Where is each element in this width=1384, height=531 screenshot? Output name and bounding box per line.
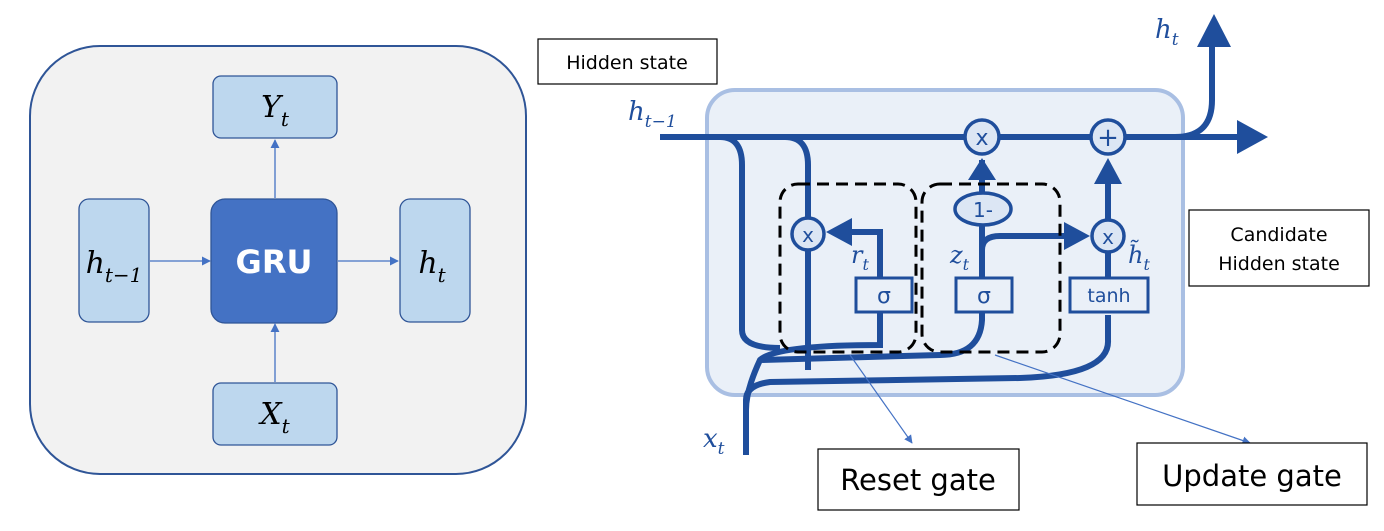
reset-sigma-symbol: σ [877,284,891,309]
candidate-multiply-node [1090,218,1126,254]
reset-gate-label-box [817,448,1020,511]
gru-label: GRU [236,243,313,281]
add-node [1089,118,1127,156]
h-out-math: ht [1155,15,1179,50]
x-branch-update [759,312,985,363]
hidden-state-label: Hidden state [566,52,688,74]
multiply-top-node [963,118,1001,156]
r-math: rt [851,241,869,274]
add-symbol: + [1097,123,1119,153]
input-label: Xt [258,397,290,438]
update-gate-label-box [1136,442,1368,506]
prev-hidden-box [78,198,150,323]
tanh-label: tanh [1087,285,1130,307]
gru-cell-background [705,88,1185,397]
update-gate-outline [920,182,1062,354]
candidate-label-box [1188,209,1370,287]
gru-box [210,198,338,324]
update-to-candidate-multiply [979,233,1070,251]
candidate-multiply-symbol: x [1102,225,1114,249]
one-minus-symbol: 1- [973,198,993,222]
h-prev-branch-reset [784,134,811,255]
h-out-line [1174,44,1215,140]
reset-multiply-symbol: x [802,223,814,247]
update-arrowhead [1064,222,1090,250]
h-prev-math: ht−1 [628,97,677,132]
update-sigma-symbol: σ [977,284,991,309]
reset-gate-pointer [849,354,913,444]
prev-hidden-label: ht−1 [86,246,143,287]
one-minus-node [953,191,1013,227]
reset-gate-outline [778,182,918,354]
reset-gate-label: Reset gate [840,463,996,497]
reset-sigma-to-multiply [840,229,883,278]
multiply-top-symbol: x [975,126,988,151]
next-hidden-label: ht [418,246,446,287]
hidden-state-label-box [537,38,718,85]
z-math: zt [949,241,970,274]
h-out-arrowhead [1197,14,1231,47]
left-panel: Yt GRU Xt ht−1 ht [29,45,527,475]
reset-multiply-node [790,216,826,252]
h-prev-branch-left [719,134,781,351]
output-label: Yt [261,90,290,131]
reset-sigma-box [854,276,914,314]
right-panel: x + x x 1- σ σ tanh ht ht−1 [537,14,1370,511]
update-sigma-box [954,276,1014,314]
candidate-label-line1: Candidate [1230,224,1327,246]
output-box [212,75,338,139]
one-minus-arrowhead [968,158,996,180]
x-in-math: xt [703,424,725,459]
h-tilde-math: h̃t [1128,240,1150,274]
tanh-box [1068,276,1150,314]
candidate-label-line2: Hidden state [1218,253,1340,275]
x-branch-reset [743,312,883,411]
input-box [212,382,338,446]
add-arrowhead [1094,158,1122,184]
hidden-state-arrowhead [1237,120,1268,154]
reset-arrowhead [826,218,852,246]
update-gate-label: Update gate [1162,459,1342,493]
next-hidden-box [399,198,471,323]
update-gate-pointer [994,354,1251,445]
